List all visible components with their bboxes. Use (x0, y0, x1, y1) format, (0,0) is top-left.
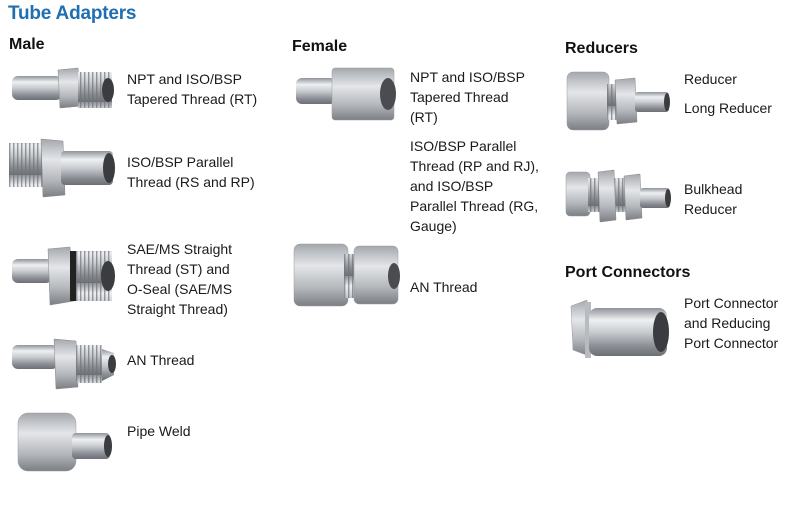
male-parallel-thread-label: ISO/BSP Parallel Thread (RS and RP) (127, 154, 255, 190)
male-npt-adapter-photo (8, 62, 118, 132)
pipe-weld-adapter-photo (12, 405, 117, 480)
female-an-thread-label: AN Thread (410, 279, 478, 295)
pipe-weld-label: Pipe Weld (127, 423, 191, 439)
section-heading-port-connectors: Port Connectors (565, 264, 691, 281)
male-sae-oseal-label: SAE/MS Straight Thread (ST) and O-Seal (… (127, 241, 233, 317)
section-heading-male: Male (9, 36, 45, 53)
male-sae-oseal-adapter-photo (8, 243, 118, 313)
page-title: Tube Adapters (8, 3, 137, 24)
male-npt-label: NPT and ISO/BSP Tapered Thread (RT) (127, 71, 258, 107)
section-heading-reducers: Reducers (565, 40, 638, 57)
male-an-thread-label: AN Thread (127, 352, 195, 368)
reducer-label: Reducer (684, 71, 737, 87)
female-an-thread-adapter-photo (292, 236, 404, 316)
bulkhead-reducer-photo (562, 166, 677, 228)
female-npt-label: NPT and ISO/BSP Tapered Thread (RT) (410, 69, 525, 125)
male-parallel-thread-adapter-photo (5, 135, 120, 205)
female-parallel-thread-label: ISO/BSP Parallel Thread (RP and RJ), and… (410, 138, 539, 234)
port-connector-photo (565, 292, 675, 372)
reducer-photo (563, 66, 673, 136)
port-connector-label: Port Connector and Reducing Port Connect… (684, 295, 779, 351)
bulkhead-reducer-label: Bulkhead Reducer (684, 181, 743, 217)
female-npt-adapter-photo (292, 64, 402, 129)
male-an-thread-adapter-photo (8, 335, 118, 400)
section-heading-female: Female (292, 38, 348, 55)
long-reducer-label: Long Reducer (684, 100, 772, 116)
